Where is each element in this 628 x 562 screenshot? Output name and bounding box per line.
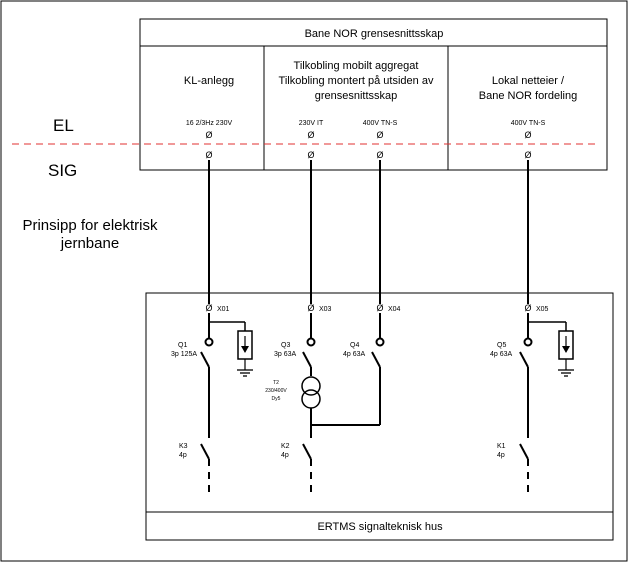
surge-arrester-icon <box>237 330 253 360</box>
terminal-symbol: Ø <box>376 150 383 160</box>
breaker-q1-rating: 3p 125A <box>171 351 197 358</box>
ground-icon <box>558 359 574 377</box>
terminal-symbol: Ø <box>376 303 383 313</box>
caption-line1: Prinsipp for elektrisk <box>22 217 158 234</box>
contactor-k3-icon <box>200 443 210 460</box>
section-mobile-terminal-label-2: 400V TN-S <box>363 120 398 127</box>
terminal-symbol: Ø <box>524 150 531 160</box>
ground-icon <box>237 359 253 377</box>
zone-sig-label: SIG <box>48 161 77 180</box>
section-local-line1: Lokal netteier / <box>492 75 565 87</box>
breaker-q5-name: Q5 <box>497 342 506 349</box>
terminal-symbol: Ø <box>205 130 212 140</box>
terminal-label-x05: X05 <box>536 306 549 313</box>
section-mobile-line2: Tilkobling montert på utsiden av <box>279 75 434 87</box>
breaker-q5-icon <box>519 337 533 368</box>
caption-line2: jernbane <box>60 235 119 252</box>
contactor-k1-poles: 4p <box>497 452 505 459</box>
breaker-q3-icon <box>302 337 316 368</box>
terminal-symbol: Ø <box>524 130 531 140</box>
contactor-k1-name: K1 <box>497 443 506 450</box>
section-local-terminal-label: 400V TN-S <box>511 120 546 127</box>
terminal-symbol: Ø <box>307 303 314 313</box>
breaker-q4-icon <box>371 337 385 368</box>
cabinet-frame <box>139 18 608 171</box>
transformer-t2-name: T2 <box>273 380 279 386</box>
section-kl-title: KL-anlegg <box>184 75 234 87</box>
zone-el-label: EL <box>53 116 74 135</box>
ertms-house: ERTMS signalteknisk hus Ø Ø Ø Ø X01 X03 … <box>145 292 614 541</box>
terminal-symbol: Ø <box>307 130 314 140</box>
transformer-t2-voltage: 230/400V <box>265 388 287 394</box>
contactor-k2-icon <box>302 443 312 460</box>
house-frame <box>145 292 614 541</box>
section-local-line2: Bane NOR fordeling <box>479 90 577 102</box>
section-mobile-terminal-label-1: 230V IT <box>299 120 324 127</box>
feeder-column-kl: Q1 3p 125A K3 4p <box>171 313 253 498</box>
interface-cabinet: Bane NOR grensesnittsskap KL-anlegg 16 2… <box>139 18 608 171</box>
terminal-symbol: Ø <box>524 303 531 313</box>
contactor-k3-name: K3 <box>179 443 188 450</box>
transformer-t2-vector: Dy5 <box>272 396 281 402</box>
terminal-label-x03: X03 <box>319 306 332 313</box>
contactor-k2-poles: 4p <box>281 452 289 459</box>
terminal-symbol: Ø <box>205 303 212 313</box>
breaker-q4-name: Q4 <box>350 342 359 349</box>
feeder-column-230v: Q3 3p 63A T2 230/400V Dy5 K2 4p <box>265 313 380 498</box>
contactor-k2-name: K2 <box>281 443 290 450</box>
surge-arrester-icon <box>558 330 574 360</box>
feeder-column-400v-local: Q5 4p 63A K1 4p <box>490 313 574 498</box>
terminal-label-x01: X01 <box>217 306 230 313</box>
house-title: ERTMS signalteknisk hus <box>317 521 443 533</box>
terminal-symbol: Ø <box>307 150 314 160</box>
feeder-column-400v-mobile: Q4 4p 63A <box>343 313 385 425</box>
breaker-q5-rating: 4p 63A <box>490 351 513 358</box>
breaker-q1-icon <box>200 337 214 368</box>
terminal-label-x04: X04 <box>388 306 401 313</box>
section-kl-terminal-label: 16 2/3Hz 230V <box>186 120 233 127</box>
section-mobile-line3: grensesnittsskap <box>315 90 398 102</box>
cabinet-title: Bane NOR grensesnittsskap <box>305 28 444 40</box>
feeder-cables <box>208 160 529 304</box>
section-mobile-line1: Tilkobling mobilt aggregat <box>294 60 419 72</box>
breaker-q3-rating: 3p 63A <box>274 351 297 358</box>
contactor-k1-icon <box>519 443 529 460</box>
terminal-symbol: Ø <box>205 150 212 160</box>
terminal-symbol: Ø <box>376 130 383 140</box>
breaker-q4-rating: 4p 63A <box>343 351 366 358</box>
breaker-q3-name: Q3 <box>281 342 290 349</box>
breaker-q1-name: Q1 <box>178 342 187 349</box>
transformer-t2-icon <box>301 376 321 409</box>
contactor-k3-poles: 4p <box>179 452 187 459</box>
